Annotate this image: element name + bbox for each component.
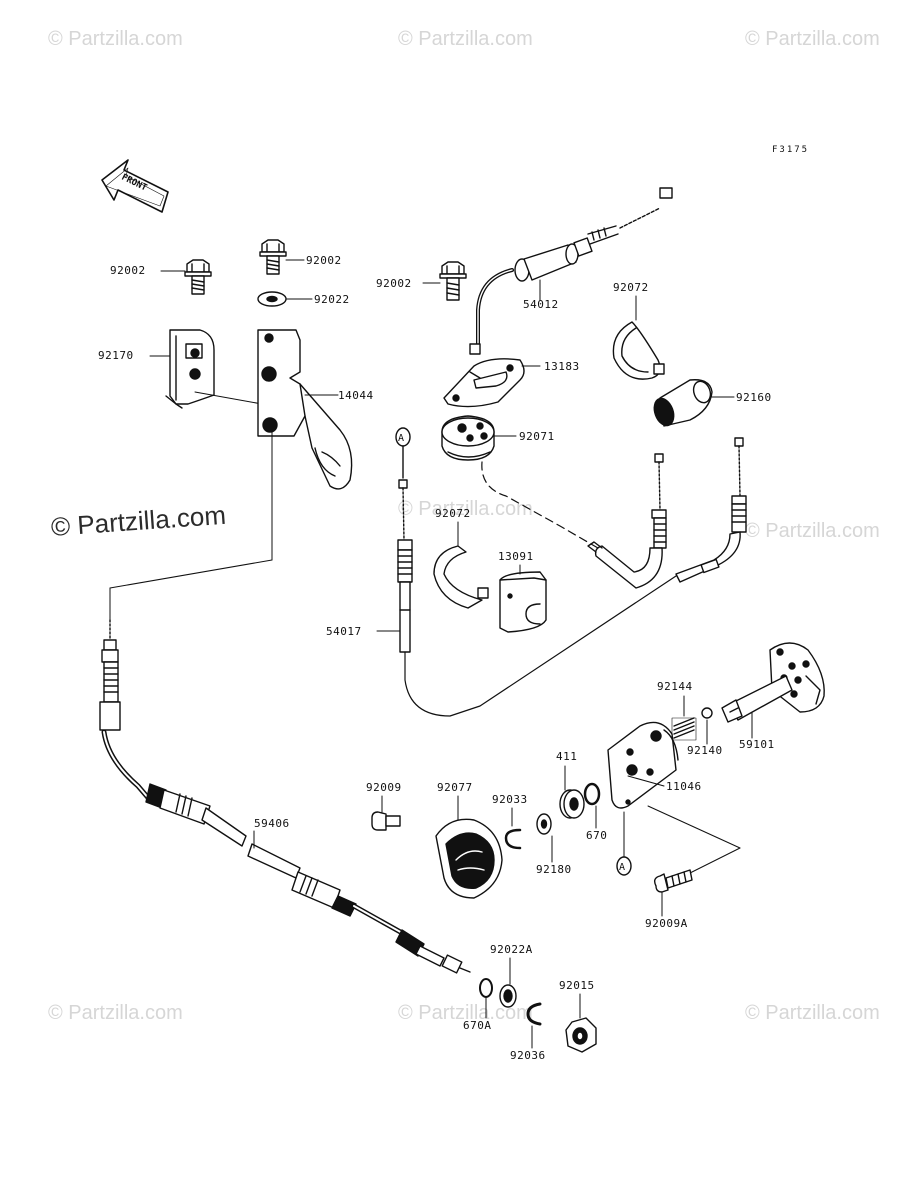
part-label-670A[interactable]: 670A [463,1019,492,1032]
part-label-59406[interactable]: 59406 [254,817,290,830]
part-label-411[interactable]: 411 [556,750,578,763]
part-label-92170[interactable]: 92170 [98,349,134,362]
part-label-54012[interactable]: 54012 [523,298,559,311]
part-label-92072[interactable]: 92072 [613,281,649,294]
watermark: © Partzilla.com [745,1002,880,1024]
part-label-92002[interactable]: 92002 [376,277,412,290]
part-label-92071[interactable]: 92071 [519,430,555,443]
part-label-92140[interactable]: 92140 [687,744,723,757]
watermark: © Partzilla.com [398,28,533,50]
bolt-icon [371,811,401,831]
watermark: © Partzilla.com [745,520,880,542]
part-label-92022A[interactable]: 92022A [490,943,533,956]
ref-marker-text: A [398,433,404,444]
screw-icon [653,869,693,893]
part-label-92009[interactable]: 92009 [366,781,402,794]
part-label-92160[interactable]: 92160 [736,391,772,404]
bracket-icon [257,329,353,490]
part-label-11046[interactable]: 11046 [666,780,702,793]
part-label-92072[interactable]: 92072 [435,507,471,520]
plate-icon [607,721,679,809]
clip-icon [526,1002,542,1026]
cable-icon [99,619,471,974]
watermark: © Partzilla.com [48,1002,183,1024]
part-label-13091[interactable]: 13091 [498,550,534,563]
plate-icon [443,358,525,408]
washer-icon [559,789,585,819]
part-label-13183[interactable]: 13183 [544,360,580,373]
ref-marker-text: A [619,862,625,873]
sleeve-icon [653,379,713,427]
part-label-92033[interactable]: 92033 [492,793,528,806]
part-label-92036[interactable]: 92036 [510,1049,546,1062]
part-label-59101[interactable]: 59101 [739,738,775,751]
bolt-icon [259,239,287,275]
part-label-92077[interactable]: 92077 [437,781,473,794]
clip-icon [504,828,522,850]
grommet-icon [441,415,495,461]
o-ring-icon [583,782,601,806]
diagram-code: F3175 [772,145,810,155]
nut-icon [565,1017,597,1053]
part-label-92009A[interactable]: 92009A [645,917,688,930]
watermark: © Partzilla.com [745,28,880,50]
cable-tie-icon [612,321,665,380]
cable-icon [469,187,673,355]
part-label-92015[interactable]: 92015 [559,979,595,992]
watermark: © Partzilla.com [48,28,183,50]
spring-icon [671,717,697,741]
part-label-92022[interactable]: 92022 [314,293,350,306]
reference-marker [616,856,632,876]
washer-icon [536,813,552,835]
o-ring-icon [479,978,493,998]
cable-icon [397,479,677,717]
part-label-92002[interactable]: 92002 [110,264,146,277]
shaft-icon [721,642,825,723]
watermark: © Partzilla.com [398,498,533,520]
cable-tie-icon [433,545,489,609]
part-label-14044[interactable]: 14044 [338,389,374,402]
reference-marker [395,427,411,479]
part-label-92180[interactable]: 92180 [536,863,572,876]
ball-icon [701,707,713,719]
bracket-icon [165,329,215,409]
front-arrow-icon [101,159,169,213]
part-label-670[interactable]: 670 [586,829,608,842]
clamp-icon [499,571,547,633]
washer-icon [257,291,287,307]
knob-icon [435,818,503,899]
watermark: © Partzilla.com [398,1002,533,1024]
bolt-icon [184,259,212,295]
washer-icon [499,984,517,1008]
part-label-92002[interactable]: 92002 [306,254,342,267]
bolt-icon [439,261,467,301]
part-label-54017[interactable]: 54017 [326,625,362,638]
cable-icon [587,437,747,589]
part-label-92144[interactable]: 92144 [657,680,693,693]
